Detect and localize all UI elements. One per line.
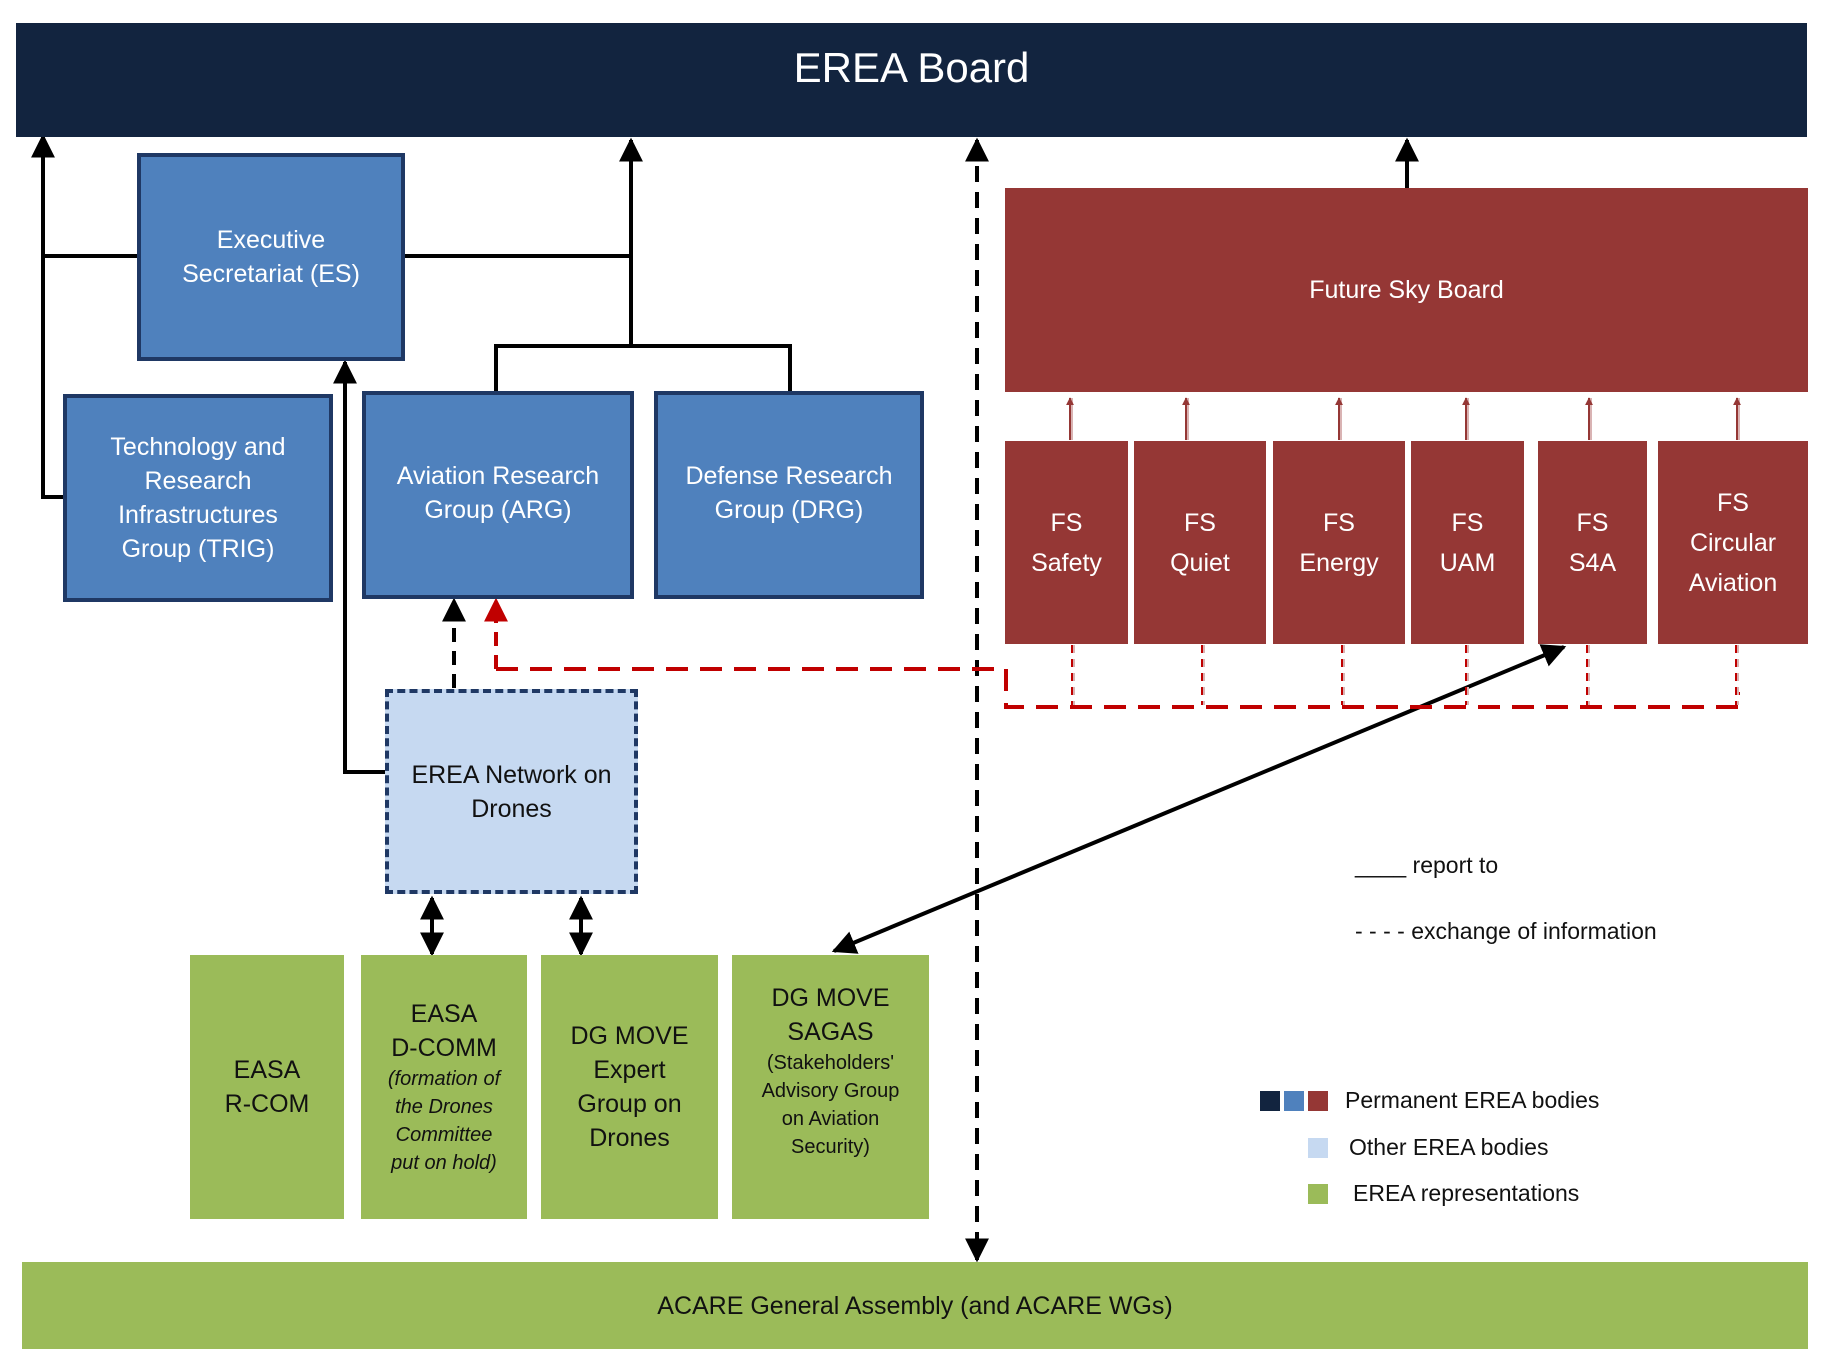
- trig-line-1: Technology and: [110, 433, 286, 461]
- erea-board: EREA Board: [16, 23, 1807, 137]
- fs-quiet-line-1: FS: [1184, 508, 1216, 537]
- dg-sagas-line-1: DG MOVE: [771, 984, 890, 1012]
- easa-dcomm-note-1: (formation of: [387, 1068, 501, 1090]
- fs-safety-line-1: FS: [1050, 508, 1083, 537]
- dg-expert-line-2: Expert: [593, 1056, 666, 1084]
- fs-to-future-sky-arrows: [1066, 397, 1741, 705]
- fs-energy-line-2: Energy: [1299, 548, 1379, 577]
- network-to-es-line: [333, 359, 386, 774]
- dg-sagas-note-2: Advisory Group: [761, 1080, 900, 1102]
- easa-dcomm-note-2: the Drones: [395, 1096, 493, 1118]
- dg-expert-line-1: DG MOVE: [570, 1022, 689, 1050]
- fs-uam-line-2: UAM: [1439, 548, 1496, 577]
- easa-dcomm-line-2: D-COMM: [391, 1034, 497, 1062]
- fs-quiet-box: FS Quiet: [1134, 441, 1266, 644]
- trig-line-2: Research: [144, 467, 252, 495]
- erea-board-title: EREA Board: [793, 44, 1030, 91]
- fs-circular-line-2: Circular: [1689, 528, 1777, 557]
- erea-network-drones-box: EREA Network on Drones: [385, 689, 638, 894]
- easa-rcom-line-2: R-COM: [224, 1090, 310, 1118]
- swatch-light-blue: [1308, 1138, 1328, 1158]
- fs-exchange-dashed: [496, 667, 1740, 709]
- arg-line-2: Group (ARG): [424, 496, 572, 524]
- network-line-2: Drones: [471, 794, 552, 823]
- fs-circular-line-3: Aviation: [1688, 568, 1778, 597]
- fs-safety-line-2: Safety: [1031, 548, 1102, 577]
- future-sky-board: Future Sky Board: [1005, 188, 1808, 392]
- acare-general-assembly: ACARE General Assembly (and ACARE WGs): [22, 1262, 1808, 1349]
- easa-rcom-box: EASA R-COM: [190, 955, 344, 1219]
- dg-move-expert-box: DG MOVE Expert Group on Drones: [541, 955, 718, 1219]
- trig-line-4: Group (TRIG): [121, 535, 275, 563]
- dg-expert-line-3: Group on: [577, 1090, 682, 1118]
- future-sky-board-label: Future Sky Board: [1309, 276, 1504, 304]
- fs-safety-box: FS Safety: [1005, 441, 1128, 644]
- dg-sagas-note-4: Security): [791, 1136, 870, 1158]
- legend-report-to: ____ report to: [1355, 852, 1499, 878]
- easa-dcomm-note-4: put on hold): [391, 1152, 497, 1174]
- easa-dcomm-box: EASA D-COMM (formation of the Drones Com…: [361, 955, 527, 1219]
- drg-box: Defense Research Group (DRG): [654, 391, 924, 599]
- dg-sagas-line-2: SAGAS: [787, 1018, 874, 1046]
- swatch-red: [1308, 1091, 1328, 1111]
- acare-label: ACARE General Assembly (and ACARE WGs): [657, 1291, 1173, 1320]
- drg-to-board-line: [494, 344, 792, 392]
- fs-quiet-line-2: Quiet: [1170, 548, 1230, 577]
- fs-s4a-box: FS S4A: [1538, 441, 1647, 644]
- legend-permanent: Permanent EREA bodies: [1345, 1087, 1600, 1113]
- executive-secretariat-box: Executive Secretariat (ES): [137, 153, 405, 361]
- drg-line-2: Group (DRG): [714, 496, 864, 524]
- exchange-connectors: [442, 137, 1740, 1263]
- fs-uam-line-1: FS: [1451, 508, 1484, 537]
- easa-dcomm-line-1: EASA: [410, 1000, 478, 1028]
- easa-rcom-line-1: EASA: [233, 1056, 301, 1084]
- fs-energy-line-1: FS: [1323, 508, 1355, 537]
- es-line-2: Secretariat (ES): [182, 260, 360, 288]
- fs-energy-box: FS Energy: [1273, 441, 1405, 644]
- fs-circular-line-1: FS: [1717, 488, 1749, 517]
- es-line-1: Executive: [216, 226, 326, 254]
- sagas-s4a-exchange: [831, 644, 1567, 954]
- legend-representations: EREA representations: [1353, 1180, 1580, 1206]
- dg-sagas-note-3: on Aviation: [781, 1108, 880, 1130]
- fs-circular-aviation-box: FS Circular Aviation: [1658, 441, 1808, 644]
- trig-box: Technology and Research Infrastructures …: [63, 394, 333, 602]
- fs-uam-box: FS UAM: [1411, 441, 1524, 644]
- dg-sagas-note-1: (Stakeholders': [766, 1052, 895, 1074]
- network-line-1: EREA Network on: [411, 760, 612, 789]
- swatch-blue: [1284, 1091, 1304, 1111]
- legend-other: Other EREA bodies: [1349, 1134, 1549, 1160]
- legend-exchange: - - - - exchange of information: [1355, 918, 1657, 944]
- fs-s4a-line-2: S4A: [1568, 548, 1617, 577]
- fs-s4a-line-1: FS: [1576, 508, 1609, 537]
- swatch-green: [1308, 1184, 1328, 1204]
- arg-box: Aviation Research Group (ARG): [362, 391, 634, 599]
- swatch-dark-blue: [1260, 1091, 1280, 1111]
- report-to-connectors: [31, 133, 1567, 957]
- dg-move-sagas-box: DG MOVE SAGAS (Stakeholders' Advisory Gr…: [732, 955, 929, 1219]
- arg-line-1: Aviation Research: [396, 462, 600, 490]
- easa-dcomm-note-3: Committee: [395, 1124, 493, 1146]
- drg-line-1: Defense Research: [685, 462, 893, 490]
- trig-line-3: Infrastructures: [118, 501, 278, 529]
- dg-expert-line-4: Drones: [589, 1124, 670, 1152]
